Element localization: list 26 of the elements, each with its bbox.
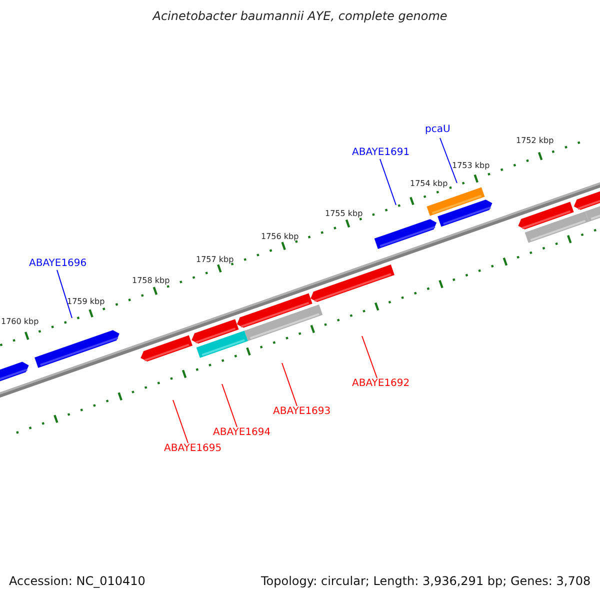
gene-label: ABAYE1695: [164, 443, 222, 454]
gene-label: ABAYE1691: [352, 147, 410, 158]
gene-label: ABAYE1696: [29, 258, 87, 269]
leader-line: [362, 336, 378, 378]
footer-text: Topology: circular; Length: 3,936,291 bp; Genes: 3,708: [261, 575, 591, 588]
scale-label: 1754 kbp: [410, 180, 448, 189]
gene-label: pcaU: [425, 124, 450, 135]
scale-label: 1759 kbp: [67, 298, 105, 307]
scale-label: 1755 kbp: [325, 210, 363, 219]
scale-label: 1757 kbp: [196, 256, 234, 265]
gene-label: ABAYE1693: [273, 406, 331, 417]
scale-label: 1756 kbp: [261, 233, 299, 242]
gene-label: ABAYE1692: [352, 378, 410, 389]
footer-text: Accession: NC_010410: [9, 575, 146, 588]
gene-label: ABAYE1694: [213, 427, 271, 438]
leader-line: [380, 158, 396, 206]
leader-line: [172, 400, 188, 444]
leader-line: [282, 362, 298, 406]
chart-title: Acinetobacter baumannii AYE, complete genome: [151, 10, 448, 24]
scale-label: 1758 kbp: [132, 277, 170, 286]
leader-line: [56, 270, 72, 318]
scale-label: 1752 kbp: [516, 137, 554, 146]
scale-label: 1760 kbp: [1, 318, 39, 327]
leader-line: [222, 384, 238, 428]
leader-line: [440, 138, 458, 184]
scale-label: 1753 kbp: [452, 162, 490, 171]
